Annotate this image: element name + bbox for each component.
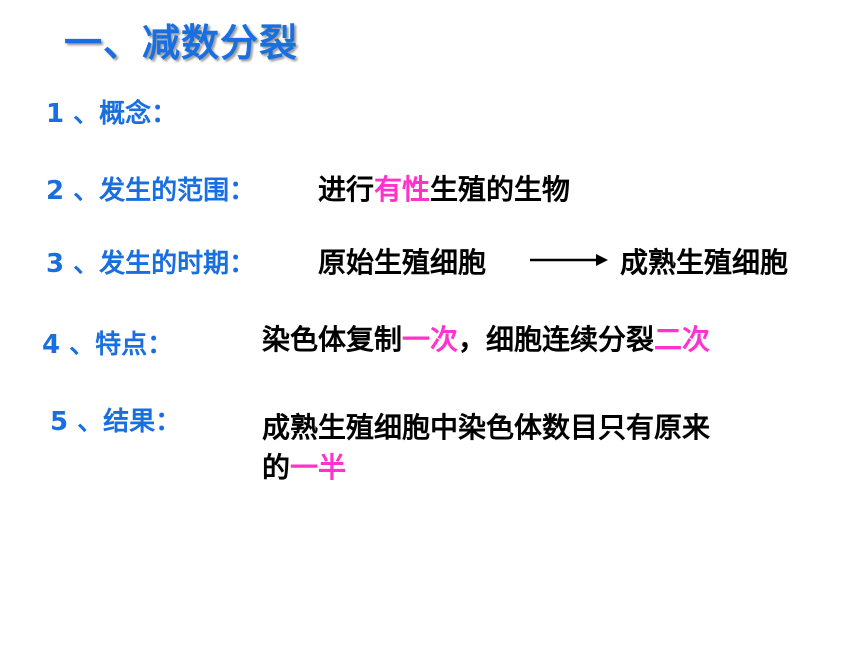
item-4-highlight-b: 二次 xyxy=(654,323,711,356)
item-3-label: 3 、发生的时期： xyxy=(46,249,256,279)
right-arrow-icon xyxy=(530,254,608,266)
item-4-text-a: 染色体复制 xyxy=(262,323,403,356)
item-2-text: 进行有性生殖的生物 xyxy=(318,168,570,208)
item-4-label: 4 、特点： xyxy=(42,330,174,360)
item-2-text-b: 生殖的生物 xyxy=(430,173,571,206)
item-4-text: 染色体复制一次，细胞连续分裂二次 xyxy=(262,318,710,358)
item-5-highlight: 一半 xyxy=(290,451,347,484)
slide-title: 一、减数分裂 xyxy=(64,21,299,65)
item-3-to: 成熟生殖细胞 xyxy=(620,246,789,279)
item-2-text-a: 进行 xyxy=(318,173,375,206)
item-5-line2-a: 的 xyxy=(262,451,291,484)
item-4-highlight-a: 一次 xyxy=(402,323,459,356)
item-3-from: 原始生殖细胞 xyxy=(318,246,487,279)
item-5-line2: 的一半 xyxy=(262,446,346,486)
item-2-label: 2 、发生的范围： xyxy=(46,176,256,206)
item-2-highlight: 有性 xyxy=(374,173,431,206)
item-5-label: 5 、结果： xyxy=(50,407,182,437)
item-1-label: 1 、概念： xyxy=(46,99,178,129)
item-4-text-b: ，细胞连续分裂 xyxy=(458,323,655,356)
item-5-line1: 成熟生殖细胞中染色体数目只有原来 xyxy=(262,411,711,444)
